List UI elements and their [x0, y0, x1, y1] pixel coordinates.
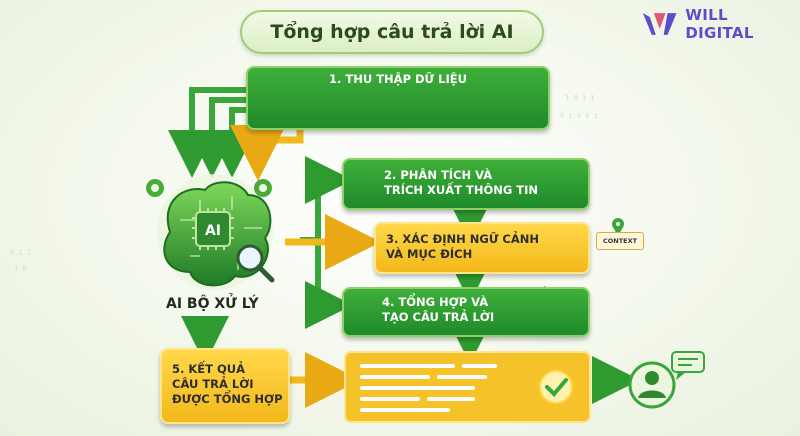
brand-logo: WILL DIGITAL: [640, 6, 800, 42]
svg-text:1 0 1 1: 1 0 1 1: [565, 94, 595, 102]
chat-bubble-icon: [671, 351, 705, 380]
step-collect-label: 1. THU THẬP DỮ LIỆU: [329, 72, 467, 86]
ai-processor-label: AI BỘ XỬ LÝ: [166, 296, 259, 312]
step-analyze-label: 2. PHÂN TÍCH VÀ TRÍCH XUẤT THÔNG TIN: [384, 168, 539, 197]
svg-text:1 0: 1 0: [14, 264, 27, 272]
binary-decoration: 1 0 1 1 0 1 0 0 1 0 1 1 1 0: [10, 94, 598, 272]
user-avatar-icon: [628, 361, 676, 409]
step-synthesize: 4. TỔNG HỢP VÀ TẠO CÂU TRẢ LỜI: [342, 287, 590, 337]
collect-to-ai-arrows: [168, 87, 256, 178]
svg-text:0 1 0 0 1: 0 1 0 0 1: [560, 112, 598, 120]
step-result-label: 5. KẾT QUẢ CÂU TRẢ LỜI ĐƯỢC TỔNG HỢP: [172, 362, 283, 406]
step-synthesize-label: 4. TỔNG HỢP VÀ TẠO CÂU TRẢ LỜI: [382, 295, 495, 324]
will-digital-logo-icon: [642, 13, 677, 35]
gear-icon: [146, 179, 272, 197]
checkmark-icon: [539, 370, 573, 404]
step-context-label: 3. XÁC ĐỊNH NGỮ CẢNH VÀ MỤC ĐÍCH: [386, 232, 540, 261]
step-collect-data: 1. THU THẬP DỮ LIỆU: [246, 66, 550, 130]
step-analyze: 2. PHÂN TÍCH VÀ TRÍCH XUẤT THÔNG TIN: [342, 158, 590, 210]
ai-chip-text: AI: [205, 223, 221, 239]
final-answer-box: [344, 351, 591, 423]
step-result: 5. KẾT QUẢ CÂU TRẢ LỜI ĐƯỢC TỔNG HỢP: [160, 348, 290, 424]
step-context: 3. XÁC ĐỊNH NGỮ CẢNH VÀ MỤC ĐÍCH: [374, 222, 590, 274]
svg-text:0 1 1: 0 1 1: [10, 249, 31, 257]
collect-to-ai-yellow-arrow: [230, 125, 304, 181]
page-title: Tổng hợp câu trả lời AI: [240, 10, 544, 54]
context-tag: CONTEXT: [596, 232, 644, 250]
brand-name: WILL DIGITAL: [685, 6, 754, 42]
ai-brain-icon: AI: [157, 174, 275, 290]
location-pin-icon: [612, 218, 624, 236]
